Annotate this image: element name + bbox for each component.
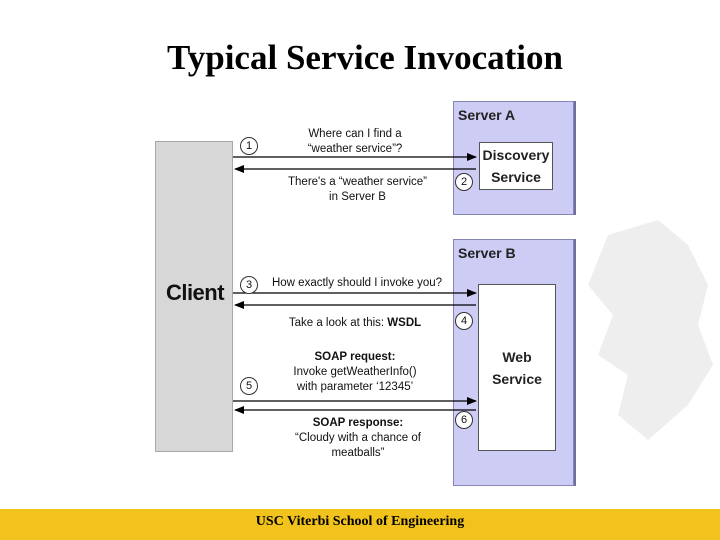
message-1: Where can I find a “weather service”? xyxy=(290,127,420,157)
step-1-marker: 1 xyxy=(240,137,258,155)
message-5-line3: with parameter ‘12345’ xyxy=(296,381,414,393)
message-4-wsdl: WSDL xyxy=(387,317,422,329)
message-1-line2: “weather service”? xyxy=(307,143,403,155)
message-2-line2: in Server B xyxy=(329,191,386,203)
step-2-marker: 2 xyxy=(455,173,473,191)
discovery-service-line2: Service xyxy=(491,169,541,185)
message-5-line1: SOAP request: xyxy=(314,351,396,363)
server-b-box: Server B Web Service xyxy=(453,239,574,486)
trojan-watermark-icon xyxy=(588,220,713,440)
web-service-line1: Web xyxy=(502,348,532,365)
message-3: How exactly should I invoke you? xyxy=(271,277,443,289)
message-6-line3: meatballs” xyxy=(331,447,385,459)
client-label: Client xyxy=(165,280,225,305)
step-6-marker: 6 xyxy=(455,411,473,429)
message-4: Take a look at this: WSDL xyxy=(270,316,440,331)
message-4-prefix: Take a look at this: xyxy=(288,317,388,329)
server-a-label: Server A xyxy=(458,107,516,123)
step-4-marker: 4 xyxy=(455,312,473,330)
web-service-line2: Service xyxy=(492,370,542,387)
message-6-line2: “Cloudy with a chance of xyxy=(295,432,421,444)
message-6-line1: SOAP response: xyxy=(312,417,404,429)
client-box: Client xyxy=(155,141,233,452)
slide-title: Typical Service Invocation xyxy=(167,38,563,77)
footer-bar: USC Viterbi School of Engineering xyxy=(0,509,720,540)
message-2: There's a “weather service” in Server B xyxy=(270,175,445,205)
server-a-box: Server A Discovery Service xyxy=(453,101,574,215)
message-5-line2: Invoke getWeatherInfo() xyxy=(293,366,417,378)
message-6: SOAP response: “Cloudy with a chance of … xyxy=(283,416,433,461)
message-1-line1: Where can I find a xyxy=(308,128,402,140)
message-2-line1: There's a “weather service” xyxy=(288,176,427,188)
step-5-marker: 5 xyxy=(240,377,258,395)
step-3-marker: 3 xyxy=(240,276,258,294)
message-5: SOAP request: Invoke getWeatherInfo() wi… xyxy=(280,350,430,395)
discovery-service-box: Discovery Service xyxy=(479,142,553,190)
footer-text: USC Viterbi School of Engineering xyxy=(255,514,465,529)
server-b-label: Server B xyxy=(458,245,516,261)
web-service-box: Web Service xyxy=(478,284,556,451)
discovery-service-line1: Discovery xyxy=(482,147,550,163)
